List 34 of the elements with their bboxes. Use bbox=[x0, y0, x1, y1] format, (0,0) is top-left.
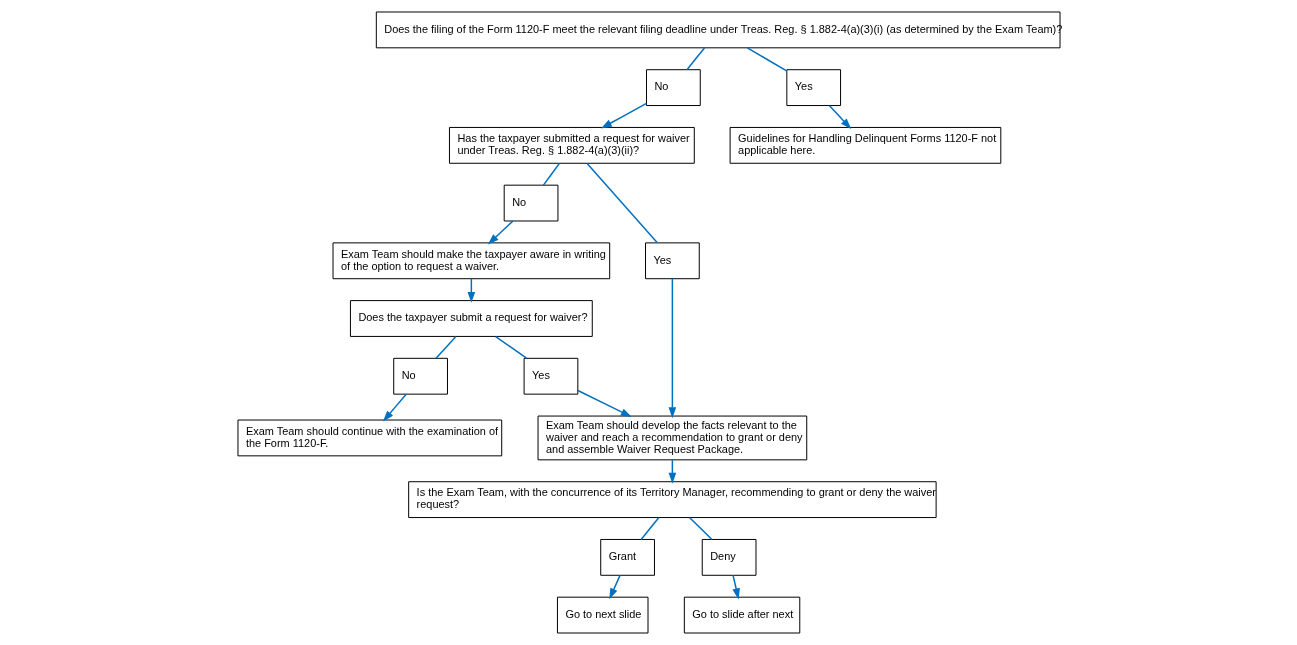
connector bbox=[688, 516, 713, 541]
node-box: Has the taxpayer submitted a request for waiver under Treas. Reg. § 1.882-4(a)(3)(ii)? bbox=[448, 126, 695, 164]
node-box: Yes bbox=[644, 242, 700, 280]
arrow bbox=[576, 389, 632, 417]
node-box: Exam Team should develop the facts relevant to the waiver and reach a recommendation to grant or deny and assemble Waiver Request Package. bbox=[537, 415, 807, 461]
arrow bbox=[731, 574, 740, 600]
arrow bbox=[487, 220, 514, 245]
node-box: Grant bbox=[599, 538, 655, 576]
node-box: No bbox=[503, 184, 558, 222]
node-box: No bbox=[392, 357, 448, 395]
arrow bbox=[382, 393, 407, 422]
node-box: Yes bbox=[523, 357, 578, 395]
arrow bbox=[600, 102, 647, 129]
node-box: Is the Exam Team, with the concurrence of its Territory Manager, recommending to grant or deny the waiver request? bbox=[407, 481, 937, 519]
connector bbox=[434, 335, 457, 360]
node-box: Yes bbox=[785, 69, 841, 107]
node-box: Guidelines for Handling Delinquent Forms 1120-F not applicable here. bbox=[729, 126, 1001, 164]
node-box: Exam Team should make the taxpayer aware in writing of the option to request a waiver. bbox=[332, 242, 610, 280]
node-box: No bbox=[645, 69, 701, 107]
arrow bbox=[608, 574, 621, 600]
connector bbox=[542, 162, 560, 186]
connector bbox=[685, 47, 705, 71]
node-box: Go to slide after next bbox=[683, 596, 800, 634]
node-box: Does the taxpayer submit a request for waiver? bbox=[349, 300, 593, 337]
node-box: Deny bbox=[701, 538, 756, 576]
arrow bbox=[668, 278, 676, 419]
connector bbox=[746, 47, 787, 72]
node-box: Go to next slide bbox=[556, 596, 648, 634]
connector bbox=[494, 335, 528, 360]
arrow bbox=[828, 104, 851, 130]
node-box: Exam Team should continue with the examination of the Form 1120-F. bbox=[237, 419, 502, 457]
connector bbox=[639, 516, 659, 541]
connector bbox=[585, 162, 658, 244]
node-box: Does the filing of the Form 1120-F meet the relevant filing deadline under Treas. Reg. § 1.882-4(a)(3)(i) (as determined by the Exam Team)? bbox=[375, 11, 1060, 49]
